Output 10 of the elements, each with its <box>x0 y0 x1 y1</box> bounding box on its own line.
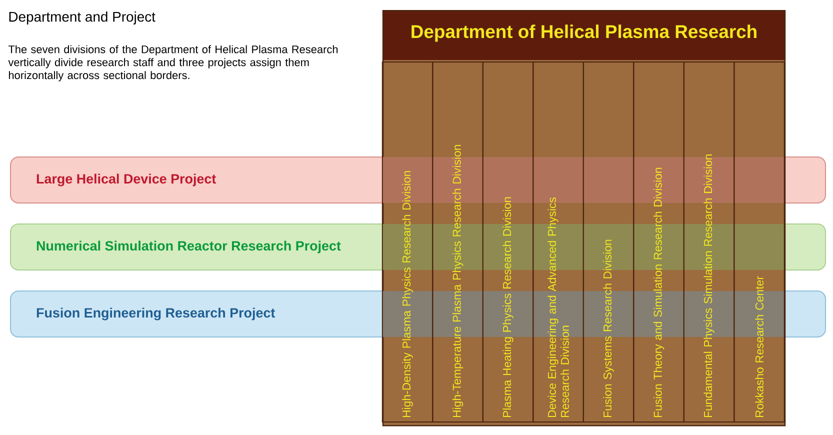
division-column: Fusion Theory and Simulation Research Division <box>633 62 684 422</box>
division-column: High-Temperature Plasma Physics Research Division <box>432 62 484 422</box>
description: The seven divisions of the Department of Helical Plasma Research vertically divide research staff and three projects assign them horizontally across sectional borders. <box>8 45 338 82</box>
division-column: Rokkasho Research Center <box>734 62 785 422</box>
division-column: Fundamental Physics Simulation Research Division <box>683 62 735 422</box>
division-column: High-Density Plasma Physics Research Division <box>382 62 434 422</box>
division-column: Device Engineering and Advanced Physics Research Division <box>532 62 584 422</box>
division-column: Fusion Systems Research Division <box>582 62 634 422</box>
division-column: Plasma Heating Physics Research Division <box>482 62 534 422</box>
title: Department and Project <box>9 12 156 24</box>
